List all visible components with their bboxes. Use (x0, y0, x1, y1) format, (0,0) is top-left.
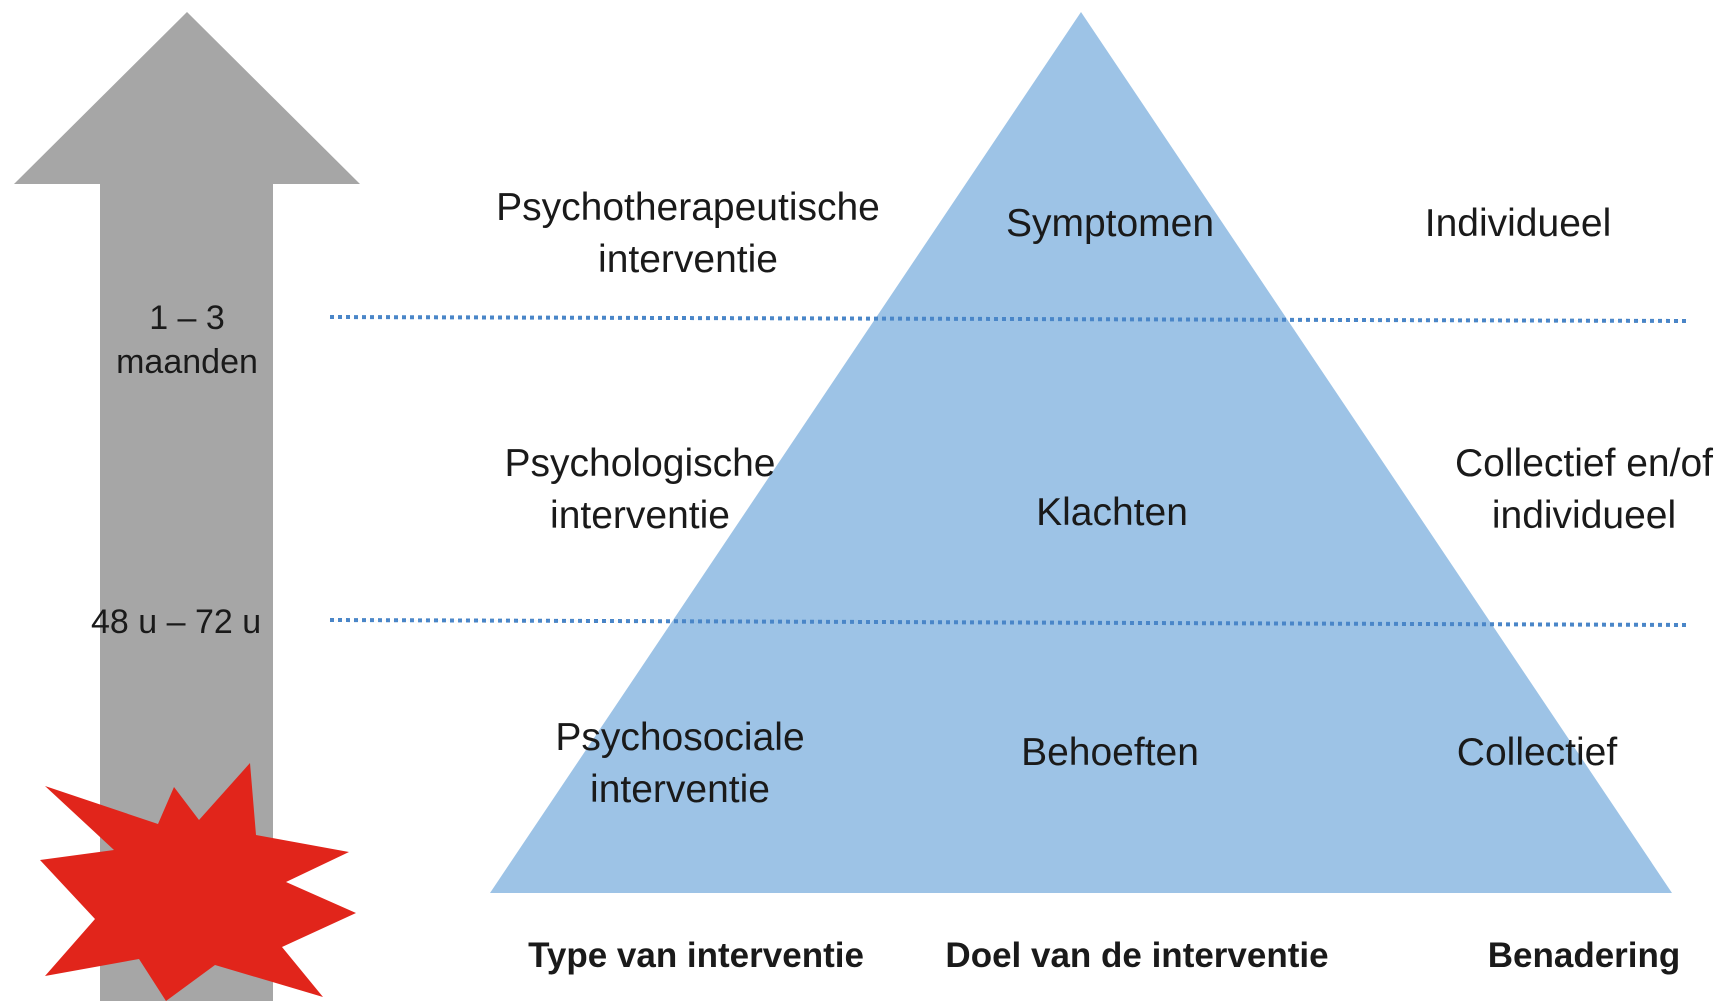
timeline-mark-top: 1 – 3 maanden (116, 296, 258, 384)
type-label-line1: Psychosociale (555, 716, 805, 759)
intervention-pyramid (490, 12, 1672, 893)
approach-label-collective-or-individual: Collectief en/of individueel (1455, 438, 1713, 542)
column-header-type: Type van interventie (528, 936, 864, 975)
type-label-line2: interventie (550, 494, 730, 537)
type-label-psychological: Psychologische interventie (505, 438, 776, 542)
type-label-line2: interventie (598, 238, 778, 281)
approach-label-individual: Individueel (1425, 198, 1611, 250)
type-label-psychotherapeutic: Psychotherapeutische interventie (496, 182, 880, 286)
approach-label-collective: Collectief (1457, 727, 1617, 779)
timeline-mark-top-line1: 1 – 3 (149, 299, 225, 337)
column-header-approach: Benadering (1487, 936, 1681, 975)
approach-label-line2: individueel (1491, 494, 1677, 537)
time-arrow (14, 12, 360, 1001)
type-label-psychosocial: Psychosociale interventie (555, 712, 804, 816)
goal-label-needs: Behoeften (1021, 731, 1199, 774)
goal-label-symptoms: Symptomen (1005, 202, 1215, 245)
type-label-line2: interventie (590, 768, 770, 811)
goal-label-complaints: Klachten (1036, 491, 1188, 534)
timeline-mark-top-line2: maanden (116, 343, 258, 381)
type-label-line1: Psychologische (504, 442, 776, 485)
type-label-line1: Psychotherapeutische (496, 186, 880, 229)
divider-top (329, 315, 1691, 323)
approach-label-line1: Collectief en/of (1455, 442, 1713, 485)
timeline-mark-bottom: 48 u – 72 u (91, 603, 262, 641)
approach-label-line1: Individueel (1424, 202, 1612, 245)
crisis-burst-icon (40, 763, 356, 1001)
column-header-goal: Doel van de interventie (945, 936, 1329, 975)
approach-label-line1: Collectief (1456, 731, 1618, 774)
divider-bottom (329, 618, 1691, 627)
